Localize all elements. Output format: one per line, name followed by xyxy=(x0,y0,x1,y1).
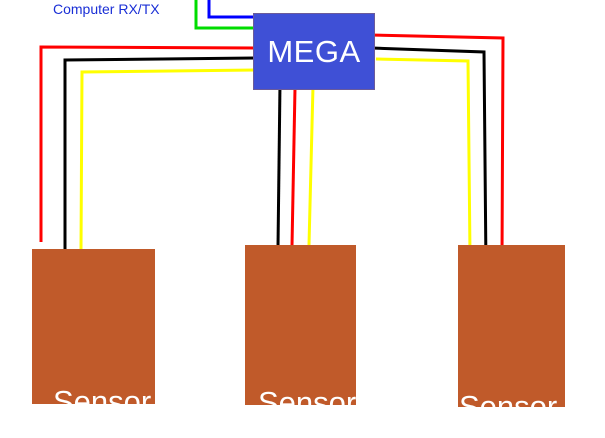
middle-sensor-signal-wire xyxy=(307,85,315,246)
right-sensor-signal-wire xyxy=(375,57,472,255)
mega-controller-box: MEGA xyxy=(253,13,375,90)
sensor-label-middle: Sensor xyxy=(258,385,356,405)
computer-rx-tx-label: Computer RX/TX xyxy=(53,1,160,17)
sensor-box-left: Sensor xyxy=(32,249,155,404)
sensor-label-right: Sensor xyxy=(459,389,558,407)
computer-tx-wire xyxy=(194,0,256,30)
middle-sensor-power-wire xyxy=(290,87,297,247)
right-sensor-ground-wire xyxy=(371,46,488,269)
sensor-label-left: Sensor xyxy=(53,383,152,405)
middle-sensor-ground-wire xyxy=(276,82,282,248)
mega-label: MEGA xyxy=(267,33,361,69)
left-sensor-ground-wire xyxy=(63,56,257,249)
right-sensor-power-wire xyxy=(369,33,505,260)
computer-rx-wire xyxy=(207,0,256,19)
left-sensor-signal-wire xyxy=(79,68,257,250)
left-sensor-power-wire xyxy=(39,45,257,242)
sensor-box-middle: Sensor xyxy=(245,245,356,405)
sensor-box-right: Sensor xyxy=(458,245,565,407)
